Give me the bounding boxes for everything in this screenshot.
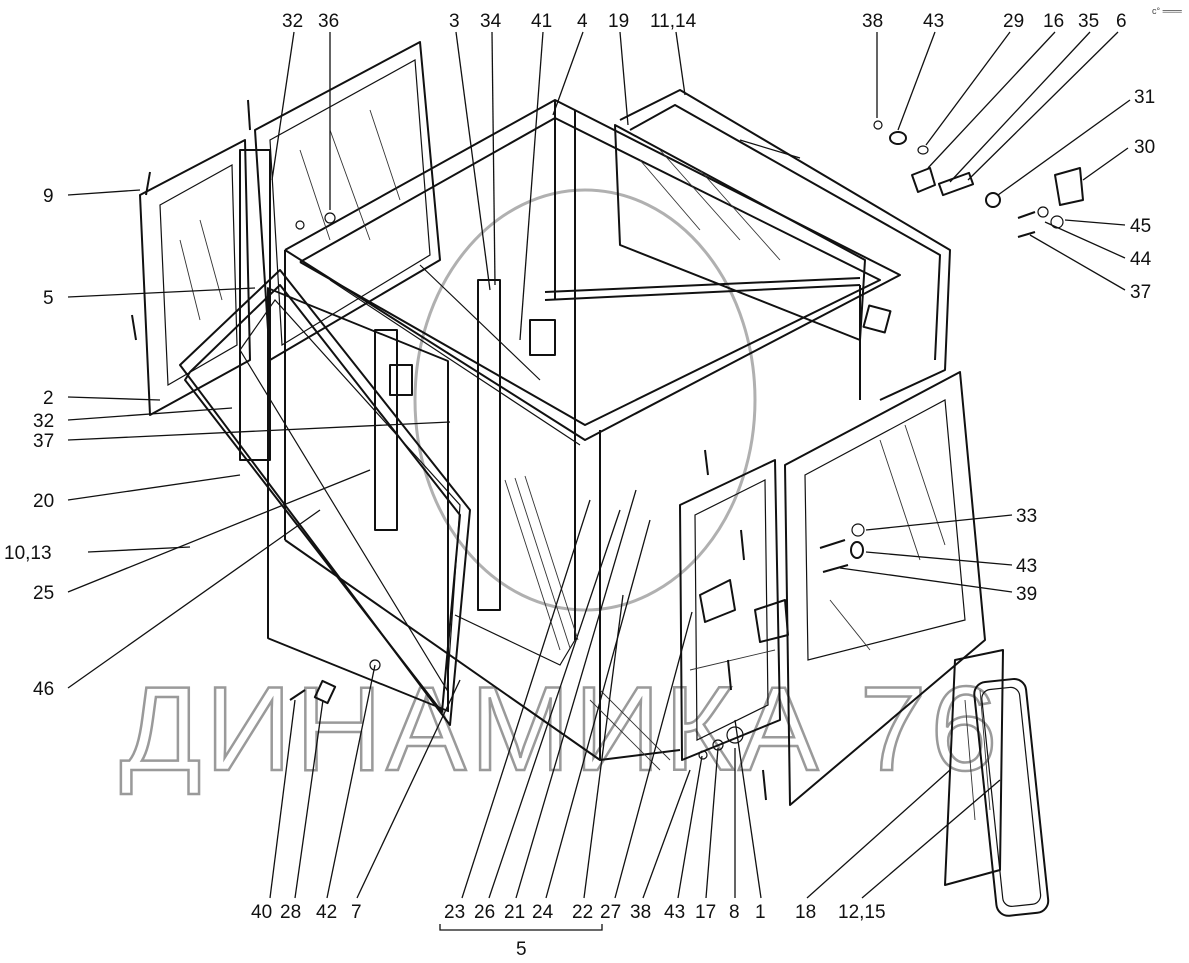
callout-label: 23 — [444, 902, 465, 923]
callout-label: 21 — [504, 902, 525, 923]
callout-label: 38 — [862, 11, 883, 32]
callout-label: 7 — [351, 902, 362, 923]
callout-label: 46 — [33, 679, 54, 700]
callout-label: 42 — [316, 902, 337, 923]
corner-mark: с° ═══ — [1152, 6, 1182, 16]
left-door — [239, 41, 441, 461]
callout-labels: 32 36 3 34 41 4 19 11,14 38 43 29 16 35 … — [4, 11, 1155, 960]
callout-label: 26 — [474, 902, 495, 923]
callout-label: 2 — [43, 388, 54, 409]
right-door-rear — [679, 459, 781, 761]
callout-label: 5 — [43, 288, 54, 309]
callout-label: 1 — [755, 902, 766, 923]
callout-label: 44 — [1130, 249, 1152, 270]
callout-label: 38 — [630, 902, 651, 923]
callout-label: 29 — [1003, 11, 1024, 32]
watermark-text: ДИНАМИКА 76 — [120, 662, 1001, 796]
callout-label: 9 — [43, 186, 54, 207]
callout-label: 17 — [695, 902, 716, 923]
leader-lines — [67, 31, 1131, 931]
callout-label: 28 — [280, 902, 301, 923]
callout-label: 18 — [795, 902, 816, 923]
callout-label: 6 — [1116, 11, 1127, 32]
callout-label: 37 — [33, 431, 54, 452]
callout-label: 33 — [1016, 506, 1037, 527]
group-label: 5 — [516, 939, 527, 960]
callout-label: 31 — [1134, 87, 1155, 108]
callout-label: 34 — [480, 11, 502, 32]
callout-label: 27 — [600, 902, 621, 923]
callout-label: 35 — [1078, 11, 1099, 32]
callout-label: 32 — [33, 411, 54, 432]
callout-label: 43 — [664, 902, 685, 923]
floor-hatch — [504, 475, 671, 771]
callout-label: 24 — [532, 902, 554, 923]
callout-label: 20 — [33, 491, 54, 512]
callout-label: 16 — [1043, 11, 1064, 32]
callout-label: 3 — [449, 11, 460, 32]
callout-label: 8 — [729, 902, 740, 923]
callout-label: 12,15 — [838, 902, 886, 923]
callout-label: 32 — [282, 11, 303, 32]
callout-label: 37 — [1130, 282, 1151, 303]
front-windshield — [179, 269, 471, 726]
callout-label: 41 — [531, 11, 552, 32]
callout-label: 10,13 — [4, 543, 52, 564]
side-glass-and-seal — [944, 649, 1050, 917]
watermark-logo-ring — [413, 188, 757, 612]
callout-label: 36 — [318, 11, 339, 32]
callout-label: 40 — [251, 902, 272, 923]
callout-label: 43 — [1016, 556, 1037, 577]
hardware-parts — [131, 99, 1084, 801]
callout-label: 19 — [608, 11, 629, 32]
callout-label: 45 — [1130, 216, 1151, 237]
left-vent-window — [139, 139, 251, 416]
callout-label: 25 — [33, 583, 54, 604]
callout-label: 43 — [923, 11, 944, 32]
callout-label: 4 — [577, 11, 588, 32]
callout-label: 39 — [1016, 584, 1037, 605]
callout-label: 30 — [1134, 137, 1155, 158]
callout-label: 22 — [572, 902, 593, 923]
right-door-front — [784, 371, 986, 806]
callout-label: 11,14 — [650, 11, 697, 32]
rear-window-panel — [614, 89, 951, 401]
